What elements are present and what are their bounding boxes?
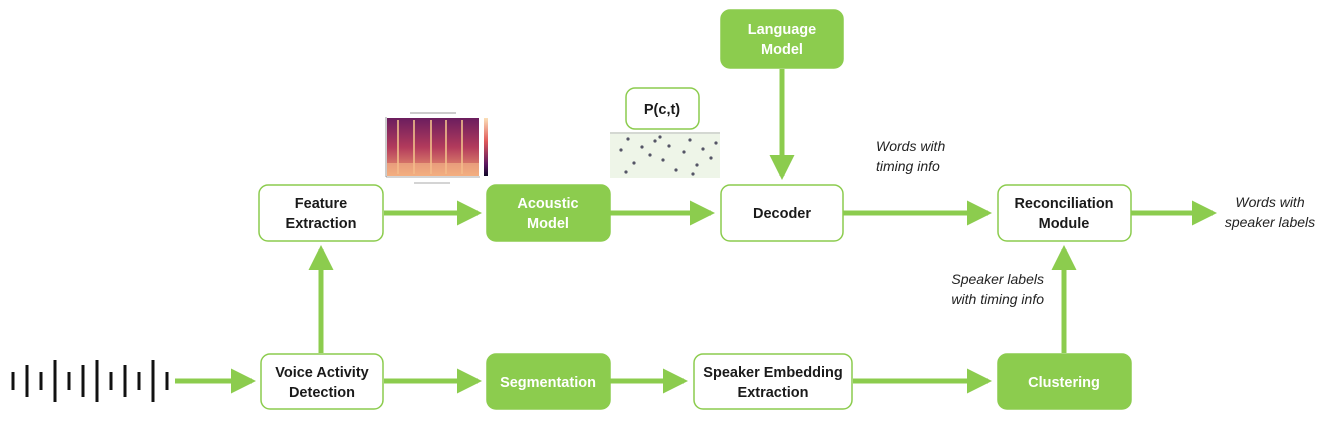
node-label: Model (527, 216, 569, 232)
audio-waveform-icon (11, 360, 169, 402)
node-decoder: Decoder (720, 184, 844, 242)
annotation-line: Speaker labels (951, 271, 1044, 287)
node-label: Module (1039, 216, 1090, 232)
node-label: Extraction (286, 216, 357, 232)
node-segmentation: Segmentation (486, 353, 611, 410)
probability-scatter-image (610, 132, 720, 178)
node-reconciliation-module: Reconciliation Module (997, 184, 1132, 242)
annotation-line: Words with (1235, 194, 1304, 210)
node-voice-activity-detection: Voice Activity Detection (260, 353, 384, 410)
node-label: Voice Activity (275, 365, 368, 381)
node-probability: P(c,t) (625, 87, 700, 130)
annotation-line: with timing info (951, 291, 1044, 307)
node-label: Acoustic (517, 196, 578, 212)
node-label: Feature (295, 196, 347, 212)
node-label: Decoder (753, 206, 811, 222)
node-clustering: Clustering (997, 353, 1132, 410)
node-label: Clustering (1028, 375, 1100, 391)
annotation-words-timing: Words with timing info (876, 138, 945, 174)
annotation-words-speaker: Words with speaker labels (1225, 194, 1315, 230)
spectrogram-image (385, 112, 488, 184)
node-label: Reconciliation (1014, 196, 1113, 212)
node-label: Speaker Embedding (703, 365, 842, 381)
annotation-line: speaker labels (1225, 214, 1315, 230)
node-speaker-embedding-extraction: Speaker Embedding Extraction (693, 353, 853, 410)
node-label: Extraction (738, 385, 809, 401)
annotation-line: timing info (876, 158, 940, 174)
node-language-model: Language Model (720, 9, 844, 69)
connectors (175, 69, 1218, 394)
node-label: P(c,t) (644, 102, 680, 118)
node-label: Segmentation (500, 375, 596, 391)
node-label: Language (748, 22, 816, 38)
annotation-line: Words with (876, 138, 945, 154)
node-acoustic-model: Acoustic Model (486, 184, 611, 242)
annotation-speaker-labels: Speaker labels with timing info (951, 271, 1044, 307)
node-label: Detection (289, 385, 355, 401)
node-feature-extraction: Feature Extraction (258, 184, 384, 242)
node-label: Model (761, 42, 803, 58)
